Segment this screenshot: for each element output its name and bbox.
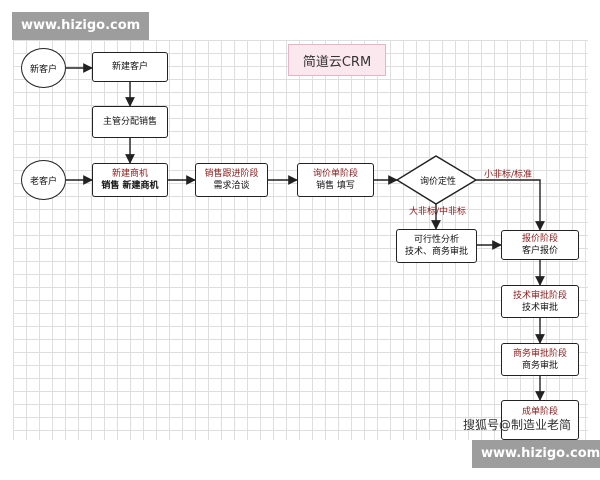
node-assign-sales: 主管分配销售	[92, 106, 168, 138]
diagram-title: 简道云CRM	[288, 44, 386, 76]
node-quotation-stage: 报价阶段	[521, 234, 558, 244]
node-deal: 成单阶段	[501, 400, 579, 440]
watermark-bottom: www.hizigo.com	[472, 440, 600, 468]
watermark-top: www.hizigo.com	[12, 12, 150, 40]
node-new-opportunity-action: 销售 新建商机	[101, 181, 159, 191]
node-old-customer: 老客户	[21, 160, 66, 200]
node-new-opportunity: 新建商机 销售 新建商机	[92, 163, 168, 197]
source-credit: 搜狐号@制造业老简	[463, 418, 572, 432]
node-feasibility: 可行性分析 技术、商务审批	[396, 229, 477, 263]
node-tech-review-action: 技术审批	[521, 302, 558, 313]
node-quotation-action: 客户报价	[521, 246, 558, 256]
node-inquiry: 询价单阶段 销售 填写	[297, 163, 374, 197]
node-sales-follow-action: 需求洽谈	[213, 181, 250, 191]
node-create-customer: 新建客户	[92, 52, 168, 82]
edge-label-large: 大非标/中非标	[409, 207, 467, 217]
node-tech-review-stage: 技术审批阶段	[512, 290, 567, 301]
node-sales-follow: 销售跟进阶段 需求洽谈	[195, 163, 268, 197]
node-new-customer: 新客户	[21, 48, 66, 88]
node-tech-review: 技术审批阶段 技术审批	[501, 285, 579, 318]
node-old-customer-label: 老客户	[29, 176, 57, 187]
decision-label: 询价定性	[419, 177, 456, 187]
node-inquiry-stage: 询价单阶段	[312, 169, 358, 179]
node-feasibility-line2: 技术、商务审批	[404, 247, 468, 257]
node-quotation: 报价阶段 客户报价	[501, 230, 579, 260]
node-biz-review: 商务审批阶段 商务审批	[501, 343, 579, 376]
node-assign-sales-label: 主管分配销售	[102, 117, 157, 127]
node-deal-stage: 成单阶段	[521, 407, 558, 417]
node-create-customer-label: 新建客户	[111, 62, 148, 72]
node-biz-review-stage: 商务审批阶段	[512, 348, 567, 359]
edge-decision-to-quotation	[476, 179, 545, 231]
node-new-opportunity-stage: 新建商机	[111, 169, 148, 179]
node-new-customer-label: 新客户	[29, 64, 57, 75]
node-feasibility-line1: 可行性分析	[413, 235, 459, 245]
edge-label-small: 小非标/标准	[484, 170, 533, 180]
node-sales-follow-stage: 销售跟进阶段	[204, 169, 259, 179]
decision-diamond	[395, 155, 478, 205]
node-inquiry-action: 销售 填写	[316, 181, 355, 191]
node-biz-review-action: 商务审批	[521, 360, 558, 371]
